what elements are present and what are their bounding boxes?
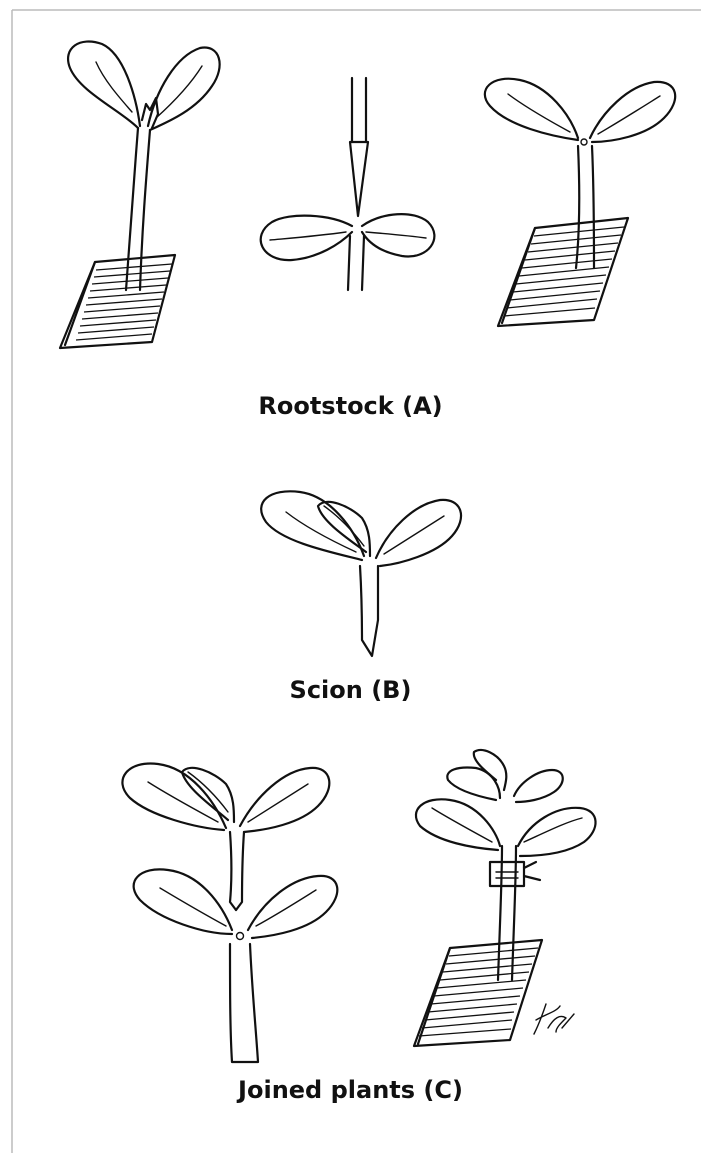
scion-seedling [261, 491, 461, 656]
rootstock-seedling-1 [60, 41, 220, 348]
caption-scion: Scion (B) [0, 676, 701, 704]
rootstock-cutting-knife [261, 78, 435, 290]
caption-rootstock: Rootstock (A) [0, 392, 701, 420]
page-border [12, 10, 701, 1153]
joined-plants-clipped [414, 750, 596, 1046]
caption-joined-plants: Joined plants (C) [0, 1076, 701, 1104]
rootstock-seedling-prepared [485, 79, 675, 326]
joined-plants-1 [122, 763, 337, 1062]
